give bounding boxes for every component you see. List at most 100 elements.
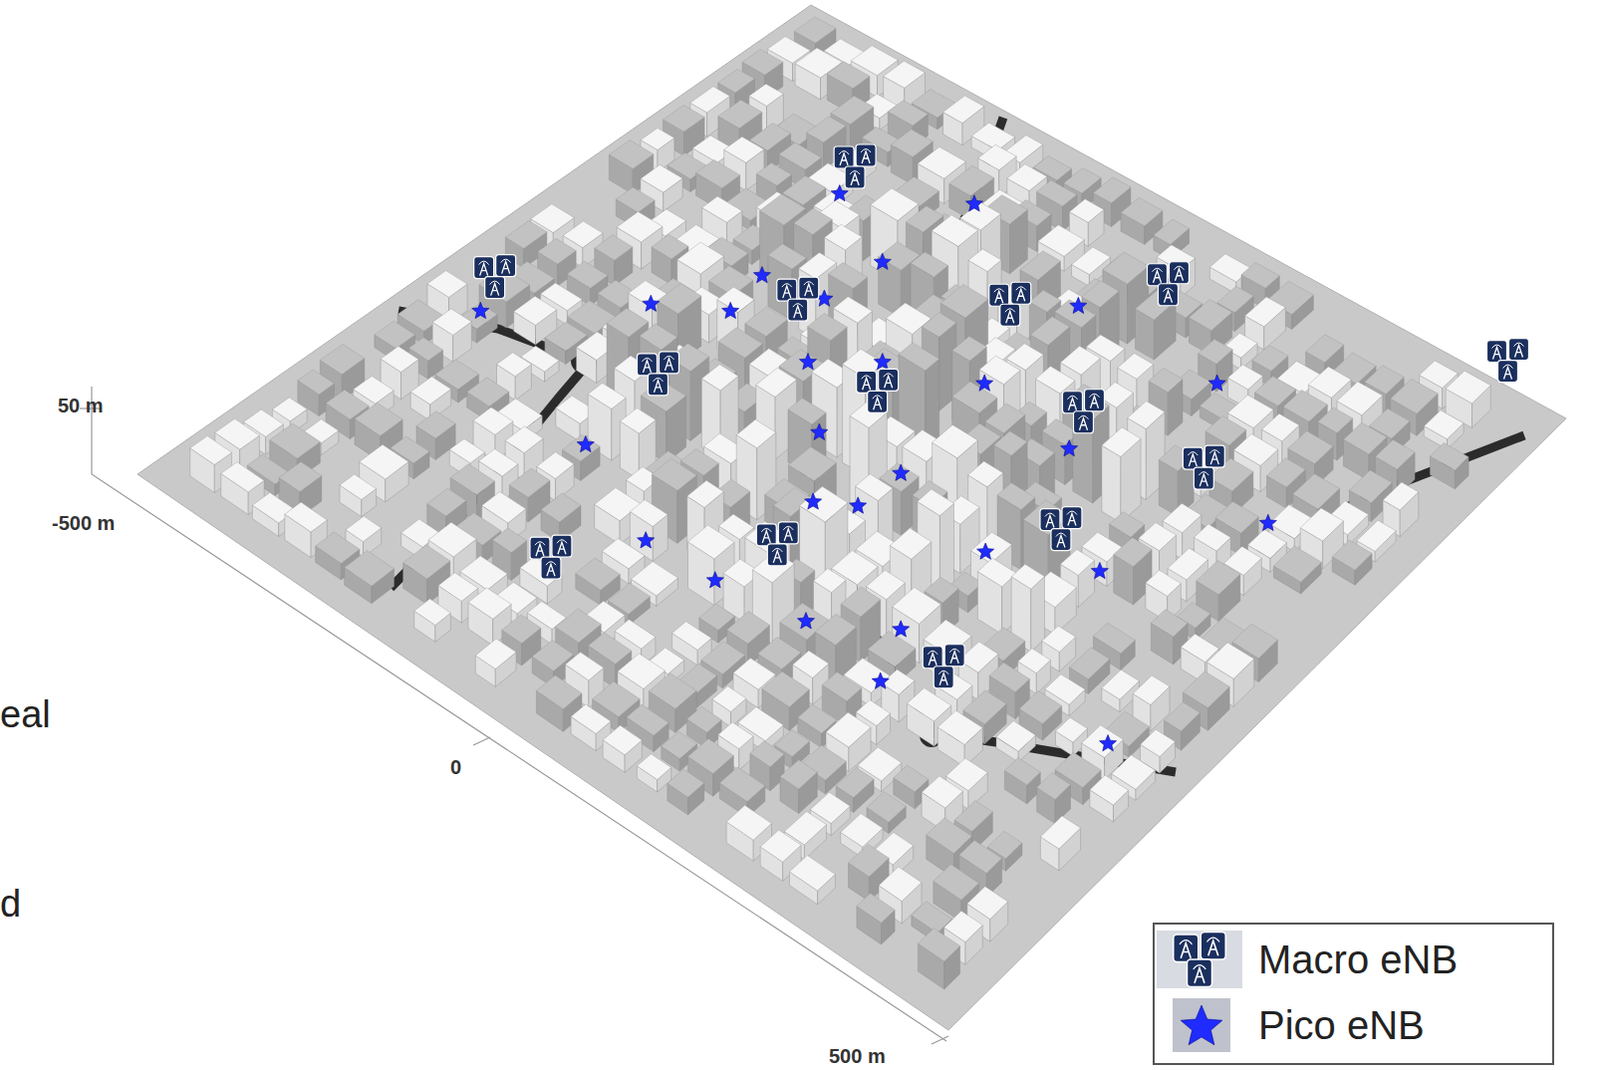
antenna-mast [1067,398,1076,411]
antenna-wave [490,280,501,285]
building-roof [940,284,988,319]
building-roof [943,95,985,123]
building-roof [921,312,956,338]
antenna-mast [862,377,871,390]
building-roof [760,829,801,862]
building-roof [1234,434,1279,467]
building-roof [821,672,862,702]
macro-antenna [1062,507,1082,530]
building-roof [917,489,955,517]
building-roof [1092,177,1131,204]
building-roof [1283,389,1328,422]
building-roof [688,525,736,559]
macro-antenna [1083,389,1104,412]
antenna-wave [534,541,545,546]
building-roof [505,426,543,454]
building-roof [1196,560,1241,595]
building-roof [1020,251,1062,280]
building-roof [339,474,377,501]
building-roof [344,550,395,587]
antenna-wave [663,355,674,360]
antenna-mast [783,285,792,298]
macro-enb-icon [1146,262,1189,306]
building-roof [870,188,919,221]
pico-enb-star [810,423,828,440]
antenna-mast [1067,514,1076,527]
building-roof [855,474,893,502]
macro-antenna [1193,467,1214,490]
building-roof [592,681,641,718]
antenna-wave [1077,415,1088,420]
building-roof [1042,625,1076,652]
building-roof [742,49,784,76]
building-roof [989,662,1030,693]
ground-plate [137,4,1567,1031]
antenna-wave [938,670,949,675]
antenna-mast [794,305,802,318]
macro-antenna [1062,391,1082,414]
macro-antenna [1000,303,1021,326]
building-roof [663,104,706,132]
building-roof [1102,252,1149,284]
pico-enb-star [871,672,889,689]
antenna-wave [479,261,490,266]
antenna-mast [873,397,882,410]
antenna-wave [994,288,1005,293]
legend-entry: Macro eNB [1154,928,1553,991]
building-roof [917,928,960,962]
building-wall [1101,445,1121,524]
building-roof [971,532,1013,563]
pico-enb-star [1208,374,1226,391]
antenna-mast [480,264,489,276]
antenna-wave [793,303,803,308]
building-roof [968,249,1002,272]
building-roof [1164,702,1201,732]
pico-enb-star [1090,561,1108,578]
macro-antenna [777,278,798,301]
macro-enb-icon [1486,338,1529,383]
macro-enb-icon [922,644,965,689]
building-roof [1162,503,1202,533]
macro-enb-icon [1062,389,1104,434]
building-roof [403,544,451,579]
building-roof [952,336,988,362]
building-roof [601,537,645,568]
antenna-wave [1005,308,1016,313]
pico-enb-star [1099,735,1117,752]
building-roof [1262,413,1301,442]
building-roof [806,116,846,143]
antenna-mast [1503,367,1512,380]
antenna-mast [1188,454,1197,467]
pico-enb-star [706,571,724,588]
antenna-mast [995,290,1004,303]
axis-tick [473,737,491,746]
pico-enb-star [753,266,771,283]
antenna-mast [535,543,544,556]
macro-antenna [833,146,854,169]
building-roof [1081,725,1124,759]
building-roof [427,270,468,298]
building-roof [1390,378,1439,414]
axis-tick [931,1036,949,1045]
antenna-mast [653,380,662,393]
antenna-wave [1502,364,1513,369]
building-roof [840,586,881,617]
building-roof [315,532,360,563]
building-roof [830,95,874,124]
antenna-wave [1173,266,1184,270]
building-roof [450,464,495,496]
antenna-mast [861,151,870,164]
pico-enb-star [873,353,891,370]
antenna-mast [1194,968,1205,984]
antenna-mast [1078,418,1087,431]
building-roof [1227,364,1263,390]
building-roof [867,630,916,667]
building-roof [667,769,705,798]
antenna-mast [1152,270,1161,283]
building-roof [1207,642,1255,679]
macro-antenna [867,390,888,413]
building-roof [475,638,517,669]
building-roof [1288,431,1334,465]
building-roof [828,263,868,289]
building-roof [1117,353,1154,380]
